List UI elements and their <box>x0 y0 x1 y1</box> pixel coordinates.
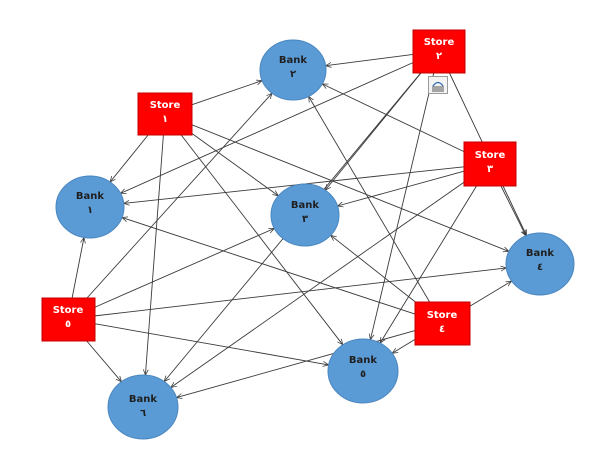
store-4-label: Store <box>427 310 458 321</box>
bank-2-node[interactable]: Bank ٢ <box>259 39 327 101</box>
store-4-sublabel: ٤ <box>439 324 445 335</box>
edge-store5-to-bank5 <box>93 323 329 365</box>
layout-options-icon[interactable] <box>428 76 448 94</box>
bank-1-shape <box>55 175 125 239</box>
edge-store1-to-bank6 <box>145 134 164 375</box>
edge-store1-to-bank3 <box>191 133 278 196</box>
edge-store5-to-bank1 <box>71 238 84 299</box>
edge-store4-to-bank3 <box>331 235 416 303</box>
edge-store3-to-bank2 <box>322 83 465 153</box>
bank-2-label: Bank <box>279 55 307 66</box>
edge-store5-to-bank2 <box>86 93 272 299</box>
bank-5-node[interactable]: Bank ٥ <box>327 338 399 404</box>
bank-6-label: Bank <box>129 394 157 405</box>
layout-options-glyph <box>432 81 444 92</box>
edge-store4-to-bank2 <box>309 96 430 303</box>
bank-1-label: Bank <box>76 191 104 202</box>
bank-3-node[interactable]: Bank ٣ <box>270 183 340 247</box>
bank-3-label: Bank <box>291 200 319 211</box>
edge-store1-to-bank5 <box>180 134 343 345</box>
edge-store4-to-bank4 <box>468 281 512 308</box>
edge-store1-to-bank1 <box>110 134 149 182</box>
edge-store2-to-bank1 <box>121 62 414 194</box>
edge-store1-to-bank2 <box>191 81 262 106</box>
edge-store3-to-bank5 <box>380 185 477 343</box>
edge-store3-to-bank6 <box>171 181 465 387</box>
store-5-sublabel: ٥ <box>65 319 71 330</box>
store-3-sublabel: ٣ <box>487 164 493 175</box>
store-3-label: Store <box>475 150 506 161</box>
edge-store5-to-bank4 <box>93 268 506 317</box>
edge-store1-to-bank4 <box>191 124 509 252</box>
bank-5-label: Bank <box>349 355 377 366</box>
bank-6-sublabel: ٦ <box>140 408 146 419</box>
store-2-sublabel: ٢ <box>436 51 442 62</box>
bank-5-sublabel: ٥ <box>360 369 366 380</box>
store-5-shape <box>41 297 96 342</box>
edge-store2-to-bank5 <box>370 71 435 340</box>
store-5-node[interactable]: Store ٥ <box>41 297 96 342</box>
bank-4-label: Bank <box>526 248 554 259</box>
store-1-node[interactable]: Store ١ <box>137 92 193 136</box>
store-2-node[interactable]: Store ٢ <box>412 29 466 74</box>
store-2-shape <box>412 29 466 74</box>
store-2-label: Store <box>424 37 455 48</box>
edge-store3-to-bank4 <box>500 185 526 236</box>
bank-6-shape <box>107 374 179 440</box>
store-4-node[interactable]: Store ٤ <box>414 301 471 346</box>
edge-store4-to-bank5 <box>392 339 416 353</box>
bank-3-sublabel: ٣ <box>302 214 308 225</box>
edge-store5-to-bank3 <box>93 227 274 309</box>
store-4-shape <box>414 301 471 346</box>
edge-store3-to-bank3 <box>338 170 465 206</box>
bank-4-shape <box>505 232 575 296</box>
store-1-shape <box>137 92 193 136</box>
bank-2-shape <box>259 39 327 101</box>
bank-4-node[interactable]: Bank ٤ <box>505 232 575 296</box>
edge-store5-to-bank6 <box>85 339 122 382</box>
edge-store2-to-bank2 <box>326 53 414 65</box>
store-1-sublabel: ١ <box>162 114 168 125</box>
bank-4-sublabel: ٤ <box>537 262 543 273</box>
store-3-node[interactable]: Store ٣ <box>463 141 517 187</box>
bank-3-shape <box>270 183 340 247</box>
store-3-shape <box>463 141 517 187</box>
bank-1-node[interactable]: Bank ١ <box>55 175 125 239</box>
store-1-label: Store <box>150 100 181 111</box>
store-5-label: Store <box>53 305 84 316</box>
edge-store4-to-bank1 <box>122 218 416 315</box>
bank-2-sublabel: ٢ <box>290 69 296 80</box>
bank-1-sublabel: ١ <box>87 205 93 216</box>
bank-5-shape <box>327 338 399 404</box>
bank-6-node[interactable]: Bank ٦ <box>107 374 179 440</box>
